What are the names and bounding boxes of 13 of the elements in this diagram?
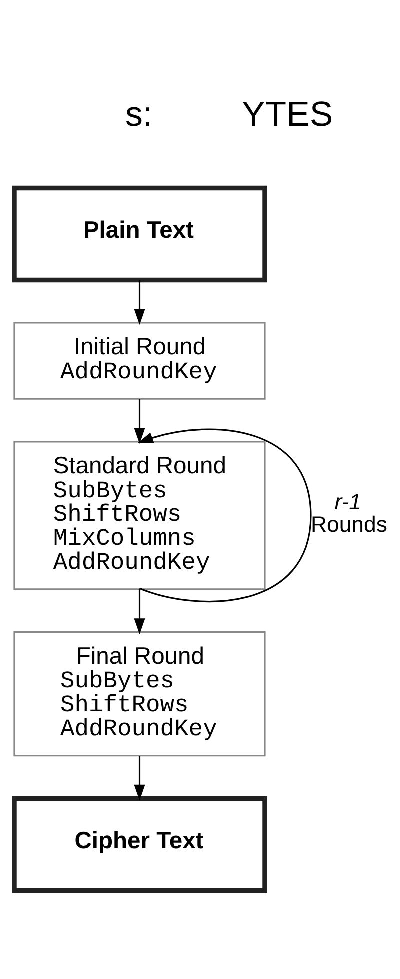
arrow: [134, 399, 146, 444]
arrow: [134, 756, 146, 801]
edge-label: r-1 Rounds: [310, 490, 388, 537]
label: s:: [125, 94, 153, 134]
arrow: [134, 280, 146, 326]
node-box: Initial Round AddRoundKey: [14, 322, 266, 400]
arrow: [134, 590, 146, 634]
arrow: [137, 428, 312, 602]
node-box: Final Round SubBytes ShiftRows AddRoundKey: [14, 631, 266, 757]
node-box: Plain Text: [12, 186, 268, 283]
node-box: Standard Round SubBytes ShiftRows MixColumns AddRoundKey: [14, 441, 266, 590]
label: YTES: [242, 94, 334, 134]
node-box: Cipher Text: [12, 796, 268, 894]
